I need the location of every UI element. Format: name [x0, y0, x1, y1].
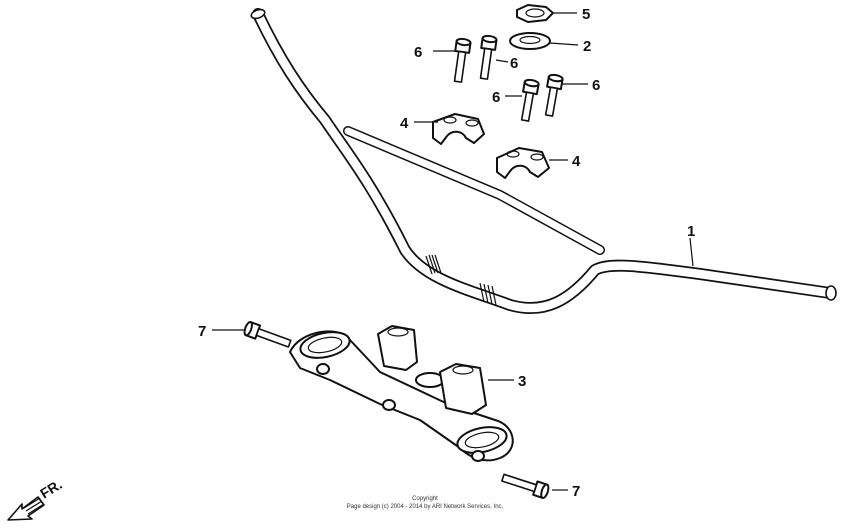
front-direction-arrow [7, 496, 45, 521]
callout-7-bottom: 7 [572, 483, 580, 500]
fork-top-bridge[interactable] [289, 325, 514, 462]
callout-4-right: 4 [572, 153, 581, 170]
bolt-clamp-bottom[interactable] [501, 471, 550, 499]
callout-4-left: 4 [400, 115, 409, 132]
callout-6-c: 6 [492, 89, 500, 106]
callout-2: 2 [583, 38, 591, 55]
callout-7-left: 7 [198, 323, 206, 340]
knurl-right [479, 282, 497, 306]
callout-6-a: 6 [414, 44, 422, 61]
holder-upper-left[interactable] [432, 113, 485, 145]
bolt-clamp-left[interactable] [243, 320, 292, 350]
holder-upper-right[interactable] [496, 147, 550, 179]
bolt-b[interactable] [477, 34, 498, 80]
nut[interactable] [516, 4, 554, 23]
bolt-d[interactable] [542, 73, 564, 117]
front-direction-label: FR. [37, 476, 65, 502]
callout-5: 5 [582, 6, 590, 23]
bolt-c[interactable] [518, 78, 540, 122]
handlebar[interactable] [250, 8, 837, 315]
callout-3: 3 [518, 373, 526, 390]
copyright-line-2: Page design (c) 2004 - 2014 by ARI Netwo… [347, 504, 504, 510]
callout-1: 1 [687, 223, 695, 240]
bolt-a[interactable] [451, 37, 472, 83]
knurl-left [425, 254, 442, 275]
callout-6-b: 6 [510, 55, 518, 72]
leader-lines [212, 12, 694, 491]
callout-6-d: 6 [592, 77, 600, 94]
copyright-line-1: Copyright [412, 496, 438, 502]
washer[interactable] [509, 32, 551, 50]
